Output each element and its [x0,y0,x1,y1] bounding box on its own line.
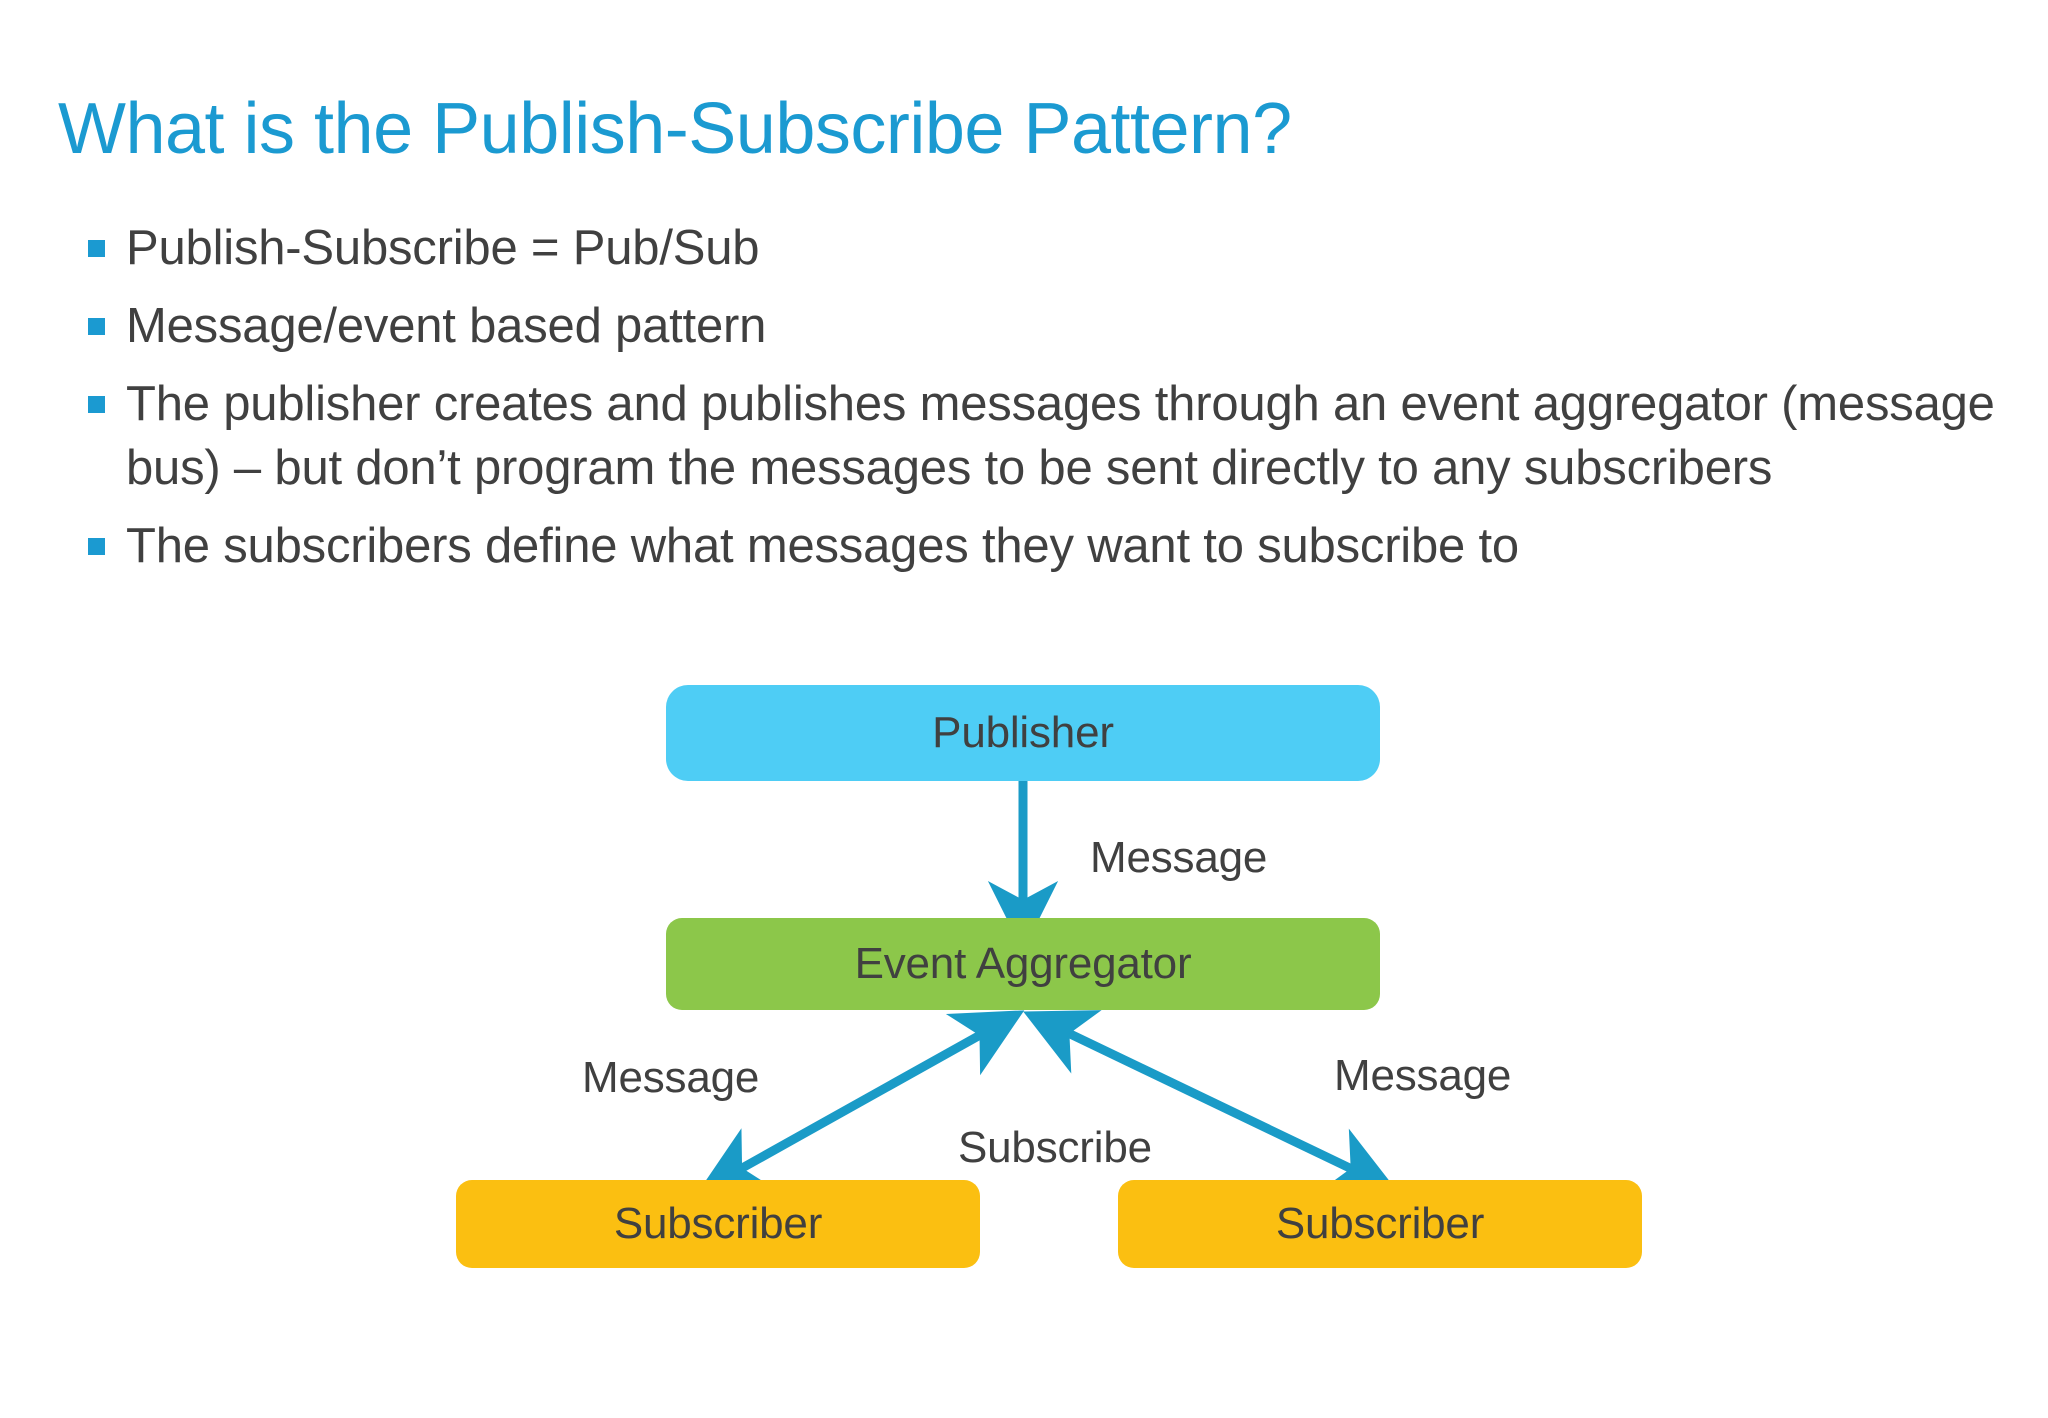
list-item: Message/event based pattern [84,294,2014,358]
list-item-label: The publisher creates and publishes mess… [126,377,1995,495]
list-item-label: The subscribers define what messages the… [126,519,1519,573]
diagram-node-subscriber-right[interactable]: Subscriber [1118,1180,1642,1268]
diagram-node-event-aggregator[interactable]: Event Aggregator [666,918,1380,1010]
list-item: Publish-Subscribe = Pub/Sub [84,216,2014,280]
diagram-node-label: Publisher [932,708,1114,757]
bullet-square-icon [88,240,105,257]
edge-label-message-publisher: Message [1090,833,1268,882]
list-item: The subscribers define what messages the… [84,514,2014,578]
edge-label-message-left: Message [582,1053,760,1102]
edge-aggregator-subscriber-right [1023,1010,1397,1192]
edge-aggregator-subscriber-left [697,1010,1025,1194]
page-title: What is the Publish-Subscribe Pattern? [58,89,1292,170]
diagram-node-label: Subscriber [1275,1199,1485,1248]
bullet-square-icon [88,318,105,335]
edge-label-subscribe: Subscribe [958,1123,1152,1172]
bullet-list: Publish-Subscribe = Pub/Sub Message/even… [84,216,2014,578]
edge-label-message-right: Message [1334,1051,1512,1100]
list-item: The publisher creates and publishes mess… [84,372,2014,500]
bullet-square-icon [88,396,105,413]
diagram-node-label: Subscriber [613,1199,823,1248]
diagram-connectors [697,781,1397,1194]
list-item-label: Message/event based pattern [126,299,767,353]
list-item-label: Publish-Subscribe = Pub/Sub [126,221,760,275]
diagram-node-label: Event Aggregator [854,939,1192,988]
diagram-node-subscriber-left[interactable]: Subscriber [456,1180,980,1268]
pubsub-diagram: Publisher Event Aggregator Subscriber Su… [0,660,2048,1360]
diagram-node-publisher[interactable]: Publisher [666,685,1380,781]
bullet-square-icon [88,538,105,555]
